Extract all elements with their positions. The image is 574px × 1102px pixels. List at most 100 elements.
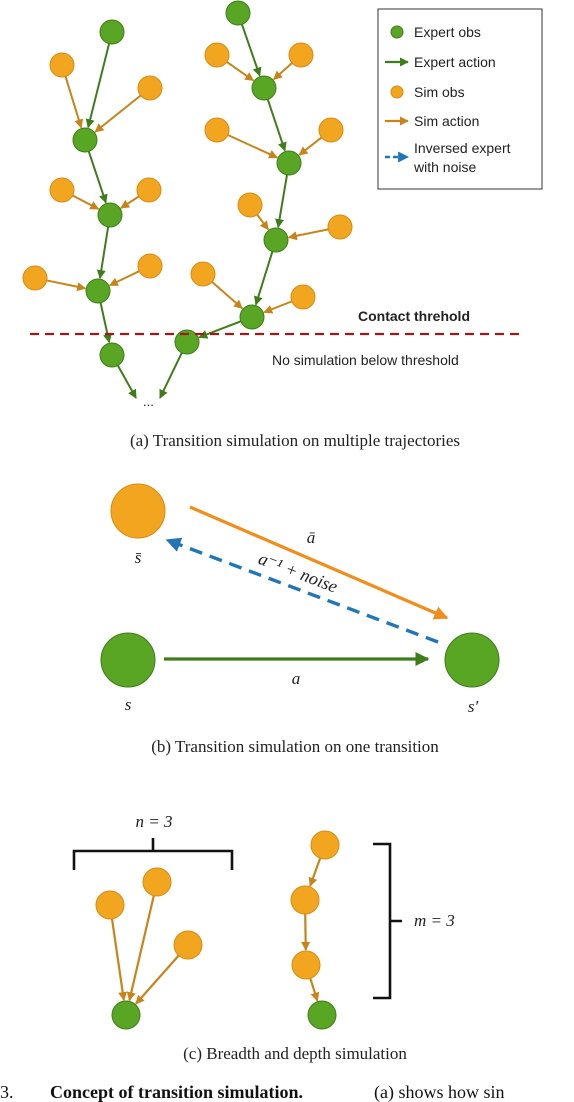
panel-c-nodes xyxy=(95,830,340,1030)
expert-obs-node xyxy=(111,1000,141,1030)
ellipsis: ... xyxy=(143,394,154,409)
expert-action-edge xyxy=(99,302,112,344)
sim-obs-node-s-bar xyxy=(110,483,166,539)
breadth-sim-edge xyxy=(110,918,128,1002)
sim-obs-node xyxy=(204,117,230,143)
expert-obs-node-s-prime xyxy=(444,632,500,688)
inverse-noise-arrow xyxy=(165,537,439,644)
expert-obs-node xyxy=(276,150,302,176)
expert-obs-node xyxy=(97,202,123,228)
expert-action-edge xyxy=(87,151,108,204)
sim-action-edge xyxy=(72,194,100,210)
sim-obs-node xyxy=(318,117,344,143)
sim-action-arrow xyxy=(189,505,449,620)
legend-inversed-label-1: Inversed expert xyxy=(414,140,511,156)
sim-action-edge xyxy=(263,300,293,314)
caption-c: (c) Breadth and depth simulation xyxy=(183,1044,407,1063)
sim-obs-node xyxy=(310,830,340,860)
expert-obs-node xyxy=(99,19,125,45)
expert-action-edge xyxy=(275,174,288,229)
sim-action-edge xyxy=(94,94,142,133)
expert-obs-node-s xyxy=(100,632,156,688)
expert-obs-node xyxy=(239,304,265,330)
sim-obs-node xyxy=(137,253,163,279)
expert-action-edge xyxy=(85,43,111,129)
label-s: s xyxy=(125,695,132,714)
depth-bracket xyxy=(373,842,402,1000)
expert-obs-node xyxy=(85,278,111,304)
caption-b: (b) Transition simulation on one transit… xyxy=(151,737,439,756)
expert-obs-node xyxy=(263,227,289,253)
legend-expert-obs-marker xyxy=(390,25,404,39)
sim-obs-node xyxy=(49,177,75,203)
expert-obs-node xyxy=(225,0,251,26)
sim-action-edge xyxy=(256,214,270,231)
expert-action-edge xyxy=(159,352,183,399)
breadth-sim-edge xyxy=(126,895,155,1002)
expert-obs-node xyxy=(72,127,98,153)
figure-caption-rest: (a) shows how sin xyxy=(374,1082,505,1102)
sim-obs-node xyxy=(288,42,314,68)
panel-c-edges xyxy=(110,857,322,1005)
legend-sim-action-label: Sim action xyxy=(414,113,479,129)
legend-sim-obs-label: Sim obs xyxy=(414,84,465,100)
expert-action-edge xyxy=(116,364,137,399)
figure-caption-bold: Concept of transition simulation. xyxy=(50,1082,303,1102)
sim-obs-node xyxy=(237,192,263,218)
figure-caption: 3. Concept of transition simulation. (a)… xyxy=(0,1082,505,1102)
sim-obs-node xyxy=(95,890,125,920)
sim-action-edge xyxy=(227,134,279,159)
expert-action-edge xyxy=(198,320,242,339)
legend-inversed-label-2: with noise xyxy=(413,159,476,175)
panel-b: s̄ s s′ ā a a⁻¹ + noise (b) Transition s… xyxy=(100,483,500,756)
label-s-prime: s′ xyxy=(468,697,479,716)
threshold-label: Contact threhold xyxy=(358,308,470,324)
below-threshold-label: No simulation below threshold xyxy=(272,352,459,368)
expert-obs-node xyxy=(174,329,200,355)
sim-obs-node xyxy=(190,261,216,287)
m-label: m = 3 xyxy=(414,911,455,930)
sim-obs-node xyxy=(137,75,163,101)
sim-action-edge xyxy=(226,61,255,82)
expert-action-edge xyxy=(253,251,274,306)
sim-obs-node xyxy=(173,930,203,960)
label-a-bar: ā xyxy=(307,528,316,547)
panel-a-nodes xyxy=(22,0,353,368)
depth-sim-edge xyxy=(301,913,311,951)
legend-sim-obs-marker xyxy=(390,85,404,99)
expert-action-edge xyxy=(96,226,110,280)
sim-obs-node xyxy=(290,885,320,915)
breadth-sim-edge xyxy=(135,954,180,1005)
breadth-bracket xyxy=(72,838,234,870)
expert-action-edge xyxy=(266,99,287,152)
sim-obs-node xyxy=(291,950,321,980)
label-a: a xyxy=(292,669,301,688)
sim-obs-node xyxy=(204,42,230,68)
expert-action-edge xyxy=(240,24,262,77)
sim-action-edge xyxy=(273,62,293,81)
legend-expert-obs-label: Expert obs xyxy=(414,24,481,40)
legend: Expert obs Expert action Sim obs Sim act… xyxy=(377,8,543,190)
sim-action-edge xyxy=(211,281,243,310)
expert-obs-node xyxy=(307,1000,337,1030)
sim-action-edge xyxy=(287,228,329,241)
depth-sim-edge xyxy=(309,977,320,1002)
expert-obs-node xyxy=(251,75,277,101)
sim-obs-node xyxy=(290,284,316,310)
panel-c: n = 3 m = 3 (c) Breadth and depth simula… xyxy=(72,812,455,1063)
figure-caption-prefix: 3. xyxy=(0,1082,14,1102)
sim-obs-node xyxy=(136,177,162,203)
panel-a-edges xyxy=(46,24,329,399)
sim-action-edge xyxy=(108,270,140,287)
sim-action-edge xyxy=(298,136,323,156)
sim-obs-node xyxy=(327,214,353,240)
depth-sim-edge xyxy=(308,857,322,887)
sim-action-edge xyxy=(120,195,140,209)
caption-a: (a) Transition simulation on multiple tr… xyxy=(130,431,460,450)
sim-action-edge xyxy=(46,279,87,292)
n-label: n = 3 xyxy=(136,812,173,831)
sim-obs-node xyxy=(142,867,172,897)
label-s-bar: s̄ xyxy=(135,548,142,567)
expert-obs-node xyxy=(99,342,125,368)
